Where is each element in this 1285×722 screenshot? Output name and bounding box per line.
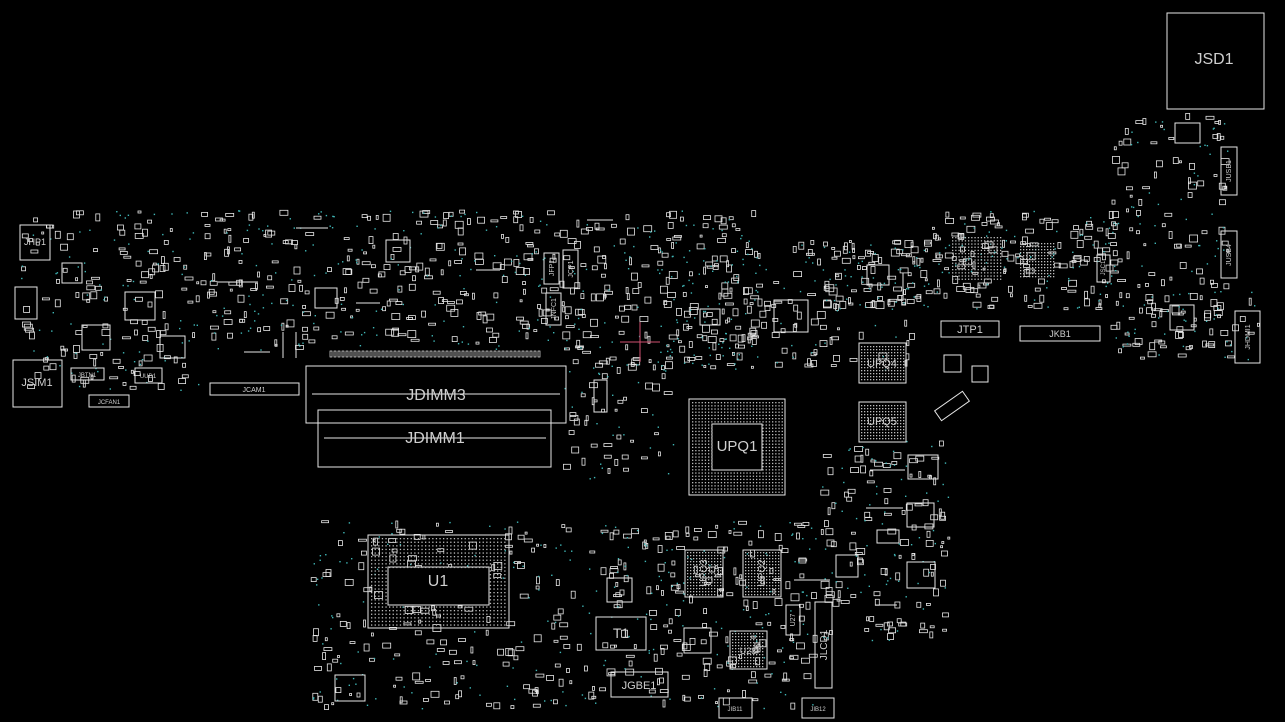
label-jib11: JIB11 [728,707,744,713]
label-jcfan1: JCFAN1 [98,400,121,406]
label-u28: U28 [740,646,757,656]
jhp1-outline [19,224,51,261]
label-upq1: UPQ1 [717,438,758,455]
jlcd1-outline [814,601,833,689]
jtp1-outline [940,320,1000,338]
bga-grids [371,237,1055,668]
label-jsc1: JSC1 [1101,260,1107,275]
upq4-outline [858,342,907,384]
label-jhdmi1: JHDMI1 [1245,324,1252,349]
jsd1-outline [1166,12,1265,110]
label-jlcd1: JLCD1 [819,629,830,660]
label-uud1: UUD1 [140,374,157,380]
label-upq5: UPQ5 [867,416,897,428]
small-components-layer [21,113,1260,710]
via-layer [21,121,1256,710]
label-upq3: UPQ3 [699,559,710,587]
label-jgbe1: JGBE1 [622,680,657,692]
crosshair-icon [620,322,660,362]
label-jtp1: JTP1 [957,324,983,336]
label-jnfc1: JNFC1 [551,298,558,320]
label-jusb1: JUSB1 [1226,160,1233,182]
u1-outline [367,534,510,629]
jsim1-outline [12,359,63,408]
label-u27: U27 [790,613,797,626]
label-upq4: UPQ4 [867,358,897,370]
label-jsd1: JSD1 [1194,51,1233,68]
label-jhp1: JHP1 [24,237,46,247]
upq2-outline [742,549,782,598]
label-jcam1: JCAM1 [243,387,266,394]
jusb1-outline [1220,146,1238,196]
label-jbtn1: JBTN1 [78,373,97,379]
upq1-outline [688,398,786,496]
jusb4-outline [1220,230,1238,279]
label-jfp1: JFP1 [549,260,556,276]
label-t1: T1 [613,625,630,641]
jgbe1-outline [610,671,669,698]
label-upq2: UPQ2 [757,559,768,587]
t1-outline [595,616,647,651]
jkb1-outline [1019,325,1101,342]
label-jib12: JIB12 [810,707,826,713]
label-jkb1: JKB1 [1049,329,1071,339]
jhdmi1-outline [1234,310,1261,364]
label-u1: U1 [428,573,449,590]
label-jdimm1: JDIMM1 [405,430,465,447]
label-jcp1: JCP1 [568,260,575,277]
label-jdimm3: JDIMM3 [406,387,466,404]
label-jusb4: JUSB4 [1226,244,1233,266]
jdimm3-outline [305,365,567,424]
upq3-outline [684,549,724,598]
label-jsim1: JSIM1 [21,377,52,389]
upq5-outline [858,401,907,443]
jdimm1-outline [317,409,552,468]
